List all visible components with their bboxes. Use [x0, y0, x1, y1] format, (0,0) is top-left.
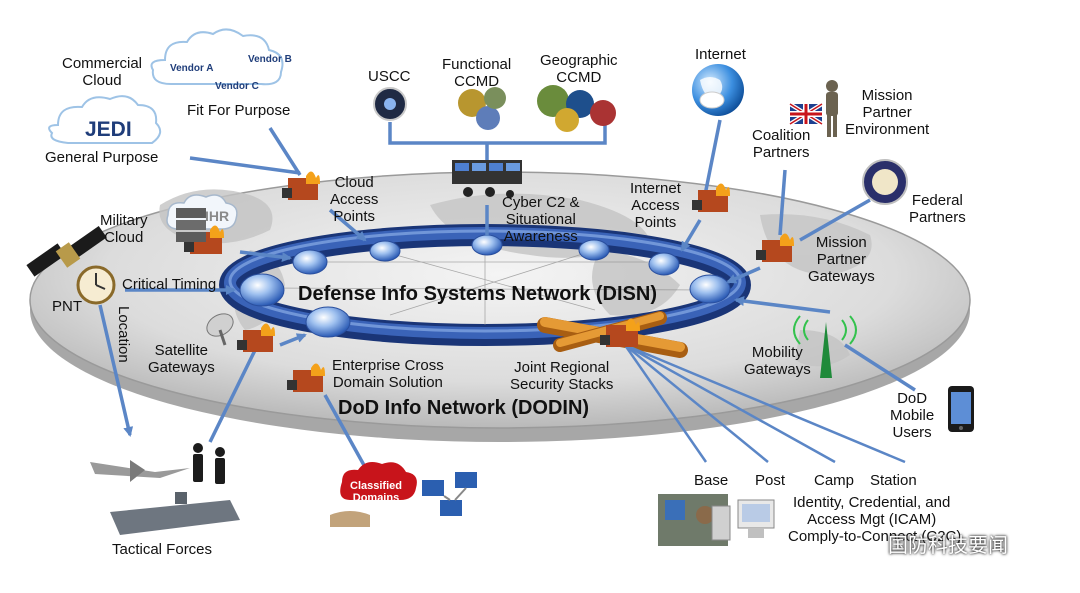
clock-icon [76, 265, 116, 305]
label-jedi: JEDI [85, 118, 132, 141]
ring-nodes [239, 234, 731, 338]
label-post: Post [755, 472, 786, 489]
label-functional-ccmd: Functional CCMD [442, 56, 512, 90]
seal-icon [537, 85, 616, 132]
label-coalition-partners: Coalition Partners [752, 127, 811, 161]
label-jrss: Joint Regional Security Stacks [510, 359, 614, 393]
ship-icon [110, 492, 240, 535]
server-icon [711, 505, 731, 541]
label-military-cloud: Military Cloud [100, 212, 148, 246]
globe-icon [692, 64, 744, 116]
label-federal-partners: Federal Partners [909, 192, 966, 226]
drone-icon [90, 460, 190, 482]
smartphone-icon [948, 386, 974, 432]
ring-node [689, 274, 731, 304]
label-commercial-cloud: Commercial Cloud [62, 55, 143, 89]
label-ihr: IHR [205, 208, 230, 224]
label-dodin: DoD Info Network (DODIN) [338, 397, 590, 419]
cloud-icon [48, 95, 162, 144]
ring-node [648, 252, 680, 276]
label-base: Base [694, 472, 729, 489]
label-location: Location [115, 306, 132, 363]
server-icon [176, 208, 206, 242]
computer-icon [737, 499, 775, 538]
label-satellite-gateways: Satellite Gateways [148, 342, 215, 376]
label-vendor-b: Vendor B [248, 54, 292, 65]
label-c2c: Comply-to-Connect (C2C) [788, 528, 962, 545]
cell-tower-icon [793, 315, 857, 378]
seal-icon [862, 159, 908, 205]
label-tactical-forces: Tactical Forces [112, 541, 213, 558]
label-camp: Camp [814, 472, 855, 489]
label-mobility-gateways: Mobility Gateways [744, 344, 811, 378]
firewall-lock-icons [184, 171, 794, 392]
monitor-wall-icon [452, 160, 522, 198]
label-icam: Identity, Credential, and Access Mgt (IC… [793, 494, 951, 528]
satellite-icon [26, 225, 107, 277]
ring-node [292, 249, 328, 275]
label-classified-domains: Classified Domains [350, 480, 402, 504]
label-disn: Defense Info Systems Network (DISN) [298, 283, 657, 305]
label-pnt: PNT [52, 298, 82, 315]
label-vendor-c: Vendor C [215, 81, 259, 92]
wechat-watermark-icon [852, 531, 889, 561]
seal-icon [458, 87, 506, 130]
classified-domains-cloud-icon [330, 462, 417, 527]
label-uscc: USCC [368, 68, 411, 85]
label-dod-mobile-users: DoD Mobile Users [890, 390, 935, 441]
ring-node [578, 239, 610, 261]
ring-node [239, 273, 285, 307]
satellite-dish-icon [206, 313, 234, 346]
label-enterprise-cross-domain: Enterprise Cross Domain Solution [332, 357, 444, 391]
label-station: Station [870, 472, 917, 489]
label-fit-for-purpose: Fit For Purpose [187, 102, 291, 119]
label-mission-partner-env: Mission Partner Environment [845, 87, 930, 138]
uk-flag-icon [788, 102, 824, 126]
connector-arrows [98, 119, 916, 468]
ring-node [305, 306, 351, 338]
label-mission-partner-gateways: Mission Partner Gateways [808, 234, 875, 285]
soldier-icon [826, 80, 838, 137]
ring-node [369, 240, 401, 262]
label-geographic-ccmd: Geographic CCMD [540, 52, 618, 86]
watermark-text: 国防科技要闻 [888, 535, 1008, 557]
soldier-icon [193, 443, 225, 484]
cloud-icon [150, 28, 284, 86]
label-critical-timing: Critical Timing [122, 276, 217, 293]
seal-icon [373, 87, 407, 121]
label-cyber-c2: Cyber C2 & Situational Awareness [502, 194, 580, 245]
ring-node [471, 234, 503, 256]
label-cloud-access-points: Cloud Access Points [330, 174, 379, 225]
label-internet: Internet [695, 46, 746, 63]
label-general-purpose: General Purpose [45, 149, 159, 166]
computer-network-icon [422, 472, 477, 516]
label-internet-access-points: Internet Access Points [630, 180, 681, 231]
label-vendor-a: Vendor A [170, 63, 214, 74]
